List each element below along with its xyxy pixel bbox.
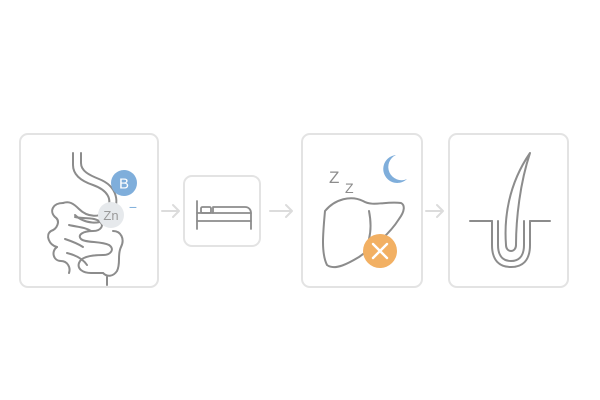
sleep-z-icon: Z Z <box>329 168 354 196</box>
card-sleep <box>183 175 261 247</box>
vitamin-b-label: B <box>119 176 129 193</box>
bed-icon <box>196 200 252 230</box>
x-mark-icon <box>363 234 397 268</box>
sleep-z-large: Z <box>329 168 339 187</box>
liver-illustration: Z Z <box>322 155 407 269</box>
liver-icon <box>322 197 405 269</box>
zinc-badge: Zn − <box>98 199 137 228</box>
hair-follicle-icon <box>469 152 551 268</box>
vitamin-b-badge: B <box>111 170 137 196</box>
zinc-minus-sign: − <box>129 199 137 215</box>
zinc-label: Zn <box>103 208 118 223</box>
card-liver: Z Z <box>301 133 423 288</box>
intestine-illustration: B Zn − <box>47 152 137 286</box>
card-hair <box>448 133 569 288</box>
arrow-3-icon <box>425 204 444 218</box>
moon-icon <box>383 155 407 183</box>
bed-illustration <box>196 200 252 230</box>
hair-illustration <box>469 152 551 268</box>
sleep-z-small: Z <box>345 180 354 196</box>
arrow-2-icon <box>269 204 293 218</box>
arrow-1-icon <box>161 204 180 218</box>
card-digestion: B Zn − <box>19 133 159 288</box>
